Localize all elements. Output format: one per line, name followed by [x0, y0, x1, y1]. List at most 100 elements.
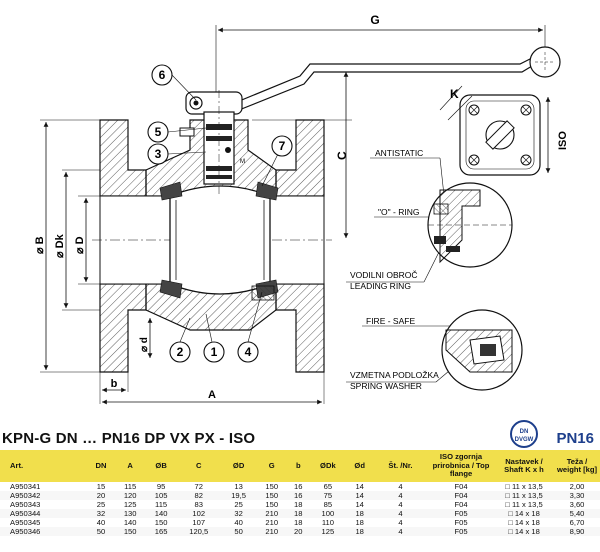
badge-dn-text: DN: [519, 429, 529, 435]
valve-technical-drawing: G K ISO: [34, 13, 569, 405]
balloon-2: [169, 341, 191, 363]
table-cell: 16: [294, 482, 303, 491]
o-ring-label: "O" - RING: [378, 207, 419, 217]
fire-safe-label: FIRE - SAFE: [366, 316, 415, 326]
a-label: A: [208, 389, 216, 401]
balloon-5: [147, 121, 169, 143]
table-cell: □ 14 x 18: [494, 527, 554, 536]
col-header: ØD: [232, 460, 245, 470]
table-cell: 18: [287, 509, 310, 518]
col-header: ØDk: [320, 460, 336, 470]
phi-d-small-label: ⌀ d: [139, 337, 150, 352]
table-cell: 115: [155, 500, 168, 509]
table-cell: 18: [294, 500, 303, 509]
balloon-2-text: 2: [177, 345, 184, 359]
table-cell: 14: [355, 500, 364, 509]
table-cell: 125: [309, 527, 347, 536]
balloon-4-text: 4: [245, 345, 252, 359]
table-cell: □ 11 x 13,5: [505, 482, 543, 491]
table-cell: 125: [123, 500, 137, 509]
col-header: DN: [95, 460, 107, 470]
phi-dk-label: ⌀ Dk: [54, 233, 66, 258]
table-cell: 150: [265, 482, 279, 491]
table-cell: 2,00: [569, 482, 585, 491]
leading-ring-label: LEADING RING: [350, 281, 411, 291]
table-cell: 32: [220, 509, 257, 518]
c-label: C: [335, 151, 349, 160]
table-cell: F05: [428, 509, 494, 518]
table-cell: F05: [454, 518, 468, 527]
table-cell: 210: [256, 509, 288, 518]
col-header: Art.: [10, 460, 24, 470]
table-cell: A950344: [0, 509, 88, 518]
table-cell: 4: [398, 482, 403, 491]
table-cell: F04: [454, 482, 468, 491]
table-cell: 82: [176, 491, 221, 500]
table-cell: 4: [372, 491, 428, 500]
vodilni-label: VODILNI OBROČ: [350, 270, 418, 280]
balloon-7: [271, 135, 293, 157]
table-cell: □ 11 x 13,5: [505, 500, 543, 509]
table-cell: 13: [234, 482, 243, 491]
table-cell: 83: [194, 500, 203, 509]
col-header: C: [196, 460, 202, 470]
k-label: K: [450, 87, 459, 101]
table-cell: 107: [192, 518, 206, 527]
col-header: Teža / weight [kg]: [556, 456, 598, 474]
table-cell: 210: [256, 527, 288, 536]
left-dimensions: ⌀ B ⌀ Dk ⌀ D ⌀ d b A: [34, 119, 325, 405]
table-cell: F04: [454, 500, 468, 509]
phi-d-label: ⌀ D: [74, 236, 86, 254]
balloon-4: [237, 341, 259, 363]
table-cell: 3,30: [554, 491, 600, 500]
table-cell: A950345: [10, 518, 41, 527]
table-cell: 14: [346, 491, 373, 500]
table-cell: 50: [220, 527, 257, 536]
table-cell: 140: [123, 518, 137, 527]
table-cell: A950343: [10, 500, 41, 509]
table-cell: 115: [124, 482, 137, 491]
table-cell: 120,5: [176, 527, 221, 536]
balloon-7-text: 7: [279, 139, 286, 153]
table-cell: 20: [87, 491, 115, 500]
table-cell: 18: [346, 527, 373, 536]
table-cell: 19,5: [220, 491, 257, 500]
table-cell: 14: [355, 482, 364, 491]
table-cell: 5,40: [554, 509, 600, 518]
col-header: ISO zgornja prirobnica / Top flange: [432, 452, 490, 479]
table-cell: 150: [154, 518, 168, 527]
table-cell: 150: [256, 491, 288, 500]
table-cell: A950341: [10, 482, 41, 491]
table-cell: 75: [309, 491, 347, 500]
dvgw-badge: DN DVGW: [510, 420, 538, 448]
table-cell: 150: [265, 500, 279, 509]
balloon-6-text: 6: [159, 68, 166, 82]
detail-circle-fire-safe: [441, 309, 523, 391]
table-cell: 4: [398, 500, 403, 509]
table-cell: □ 11 x 13,5: [494, 491, 554, 500]
detail-circle-antistatic: [427, 182, 513, 268]
table-cell: F05: [428, 527, 494, 536]
col-header: A: [127, 460, 133, 470]
col-header: Ød: [354, 460, 365, 470]
table-cell: 4: [398, 518, 403, 527]
balloon-1: [203, 341, 225, 363]
table-cell: 100: [309, 509, 347, 518]
table-cell: 85: [323, 500, 333, 509]
table-cell: 150: [114, 527, 146, 536]
table-cell: 18: [294, 518, 303, 527]
balloon-6: [151, 64, 173, 86]
g-label: G: [370, 13, 379, 27]
table-cell: 25: [96, 500, 106, 509]
g-dimension: G: [215, 13, 546, 95]
balloon-3-text: 3: [155, 147, 162, 161]
table-cell: 3,60: [569, 500, 585, 509]
table-cell: 140: [145, 509, 177, 518]
table-cell: 8,90: [554, 527, 600, 536]
table-cell: 130: [114, 509, 146, 518]
